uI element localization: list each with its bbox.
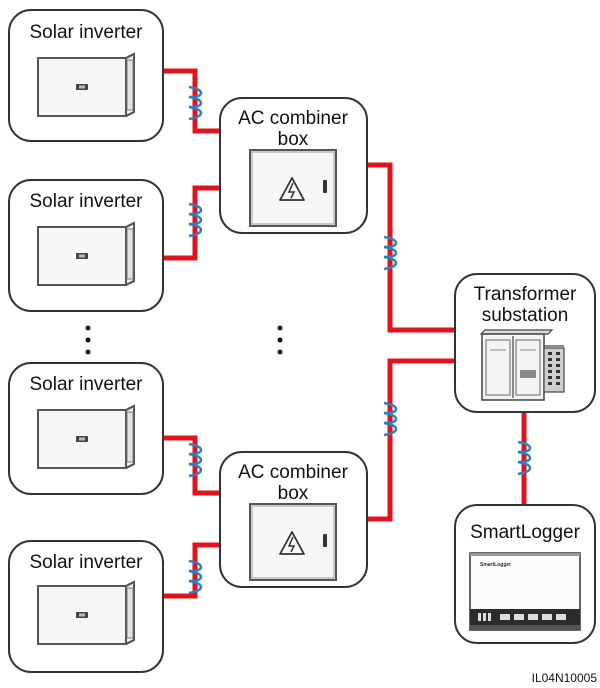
node-label-line2: box — [278, 129, 309, 150]
high-voltage-icon — [249, 149, 337, 227]
node-label-line2: box — [278, 483, 309, 504]
figure-id: IL04N10005 — [532, 671, 598, 685]
solar-inverter-2: Solar inverter — [8, 179, 164, 312]
transformer-substation: Transformer substation — [454, 273, 596, 413]
node-label: Solar inverter — [30, 552, 144, 573]
high-voltage-icon — [249, 503, 337, 581]
solar-inverter-1: Solar inverter — [8, 9, 164, 142]
smartlogger: SmartLogger SmartLogger — [454, 504, 596, 644]
node-label-line1: AC combiner — [238, 462, 348, 483]
node-label-line1: AC combiner — [238, 108, 348, 129]
node-label-line2: substation — [482, 305, 569, 326]
device-brand-text: SmartLogger — [480, 562, 511, 568]
solar-inverter-3: Solar inverter — [8, 362, 164, 495]
cable-combiner1-transformer — [367, 162, 455, 333]
inverter-device-icon — [37, 405, 135, 469]
smartlogger-device-icon: SmartLogger — [469, 552, 581, 631]
node-label-line1: Transformer — [474, 284, 577, 305]
node-label: SmartLogger — [470, 522, 581, 543]
ac-combiner-box-1: AC combiner box — [219, 97, 368, 234]
inverter-device-icon — [37, 222, 135, 286]
substation-cabinet-icon — [479, 329, 565, 401]
node-label: Solar inverter — [30, 22, 144, 43]
solar-inverter-4: Solar inverter — [8, 540, 164, 673]
ac-combiner-box-2: AC combiner box — [219, 451, 368, 588]
inverter-device-icon — [37, 581, 135, 645]
cable-inverter1-combiner1 — [163, 68, 220, 134]
node-label: Solar inverter — [30, 191, 144, 212]
cable-combiner2-transformer — [367, 358, 455, 522]
inverter-device-icon — [37, 53, 135, 117]
ellipsis-icon — [85, 325, 91, 355]
node-label: Solar inverter — [30, 374, 144, 395]
ellipsis-icon — [277, 325, 283, 355]
